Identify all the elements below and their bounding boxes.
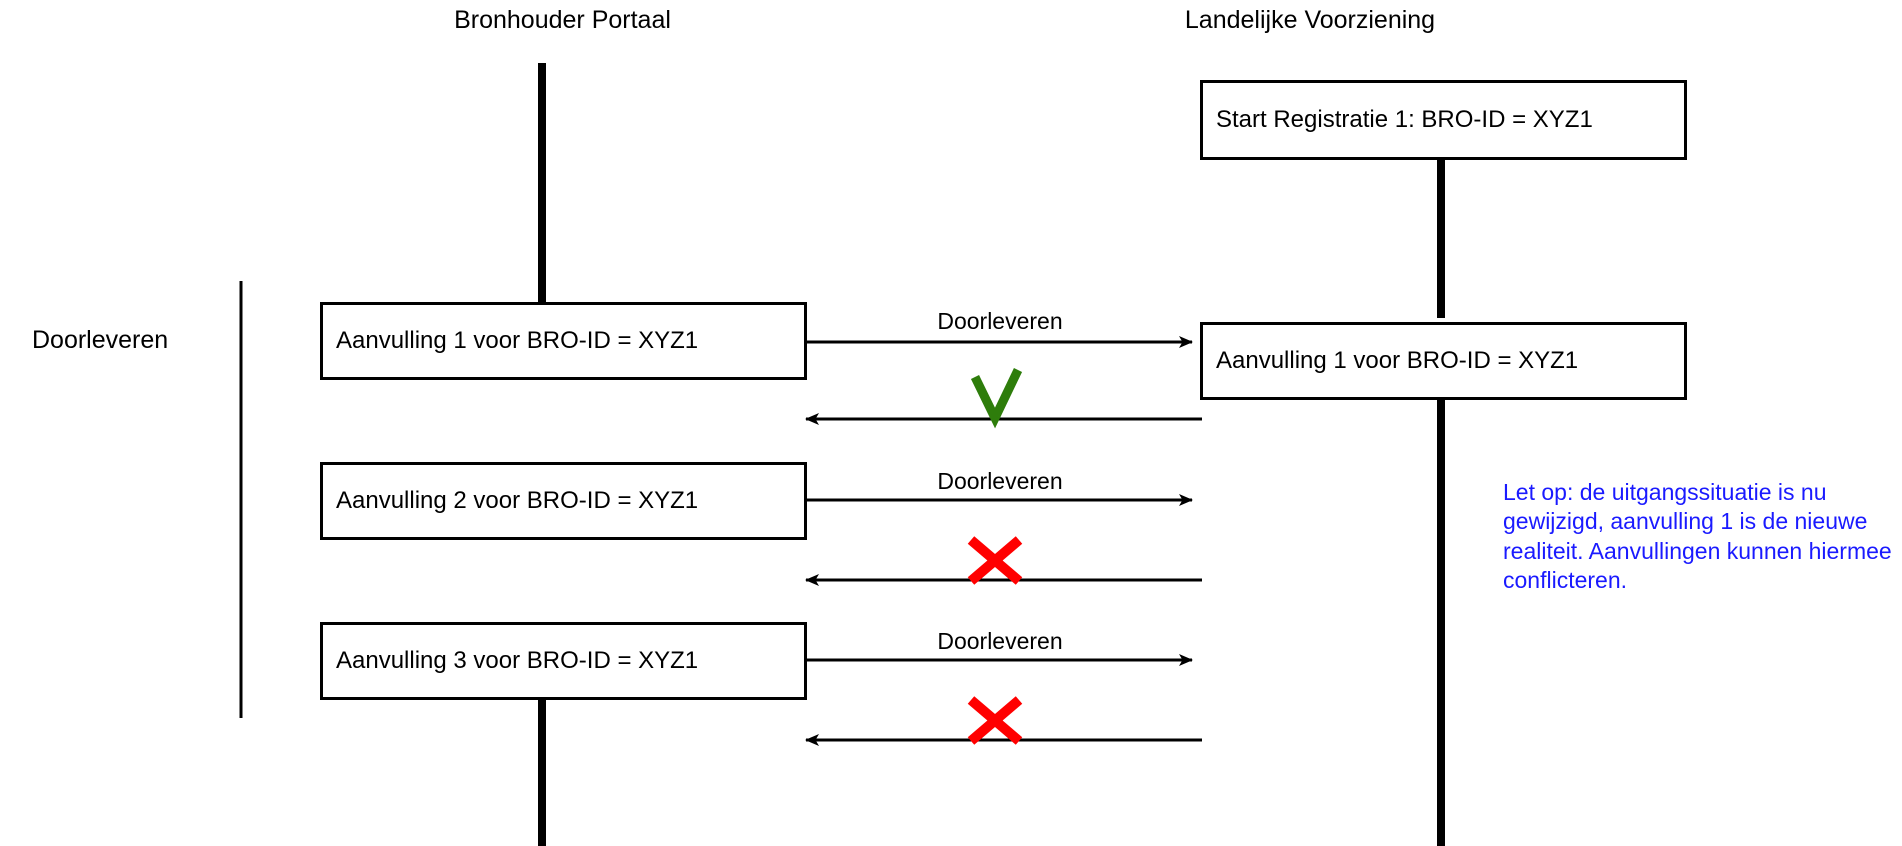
lifeline-bronhouder	[538, 63, 546, 846]
message-box-aanvulling-2-left-label: Aanvulling 2 voor BRO-ID = XYZ1	[336, 487, 699, 514]
lane-title-landelijke: Landelijke Voorziening	[1184, 6, 1436, 34]
flow-2-request-label: Doorleveren	[937, 468, 1063, 494]
message-box-aanvulling-3-left[interactable]: Aanvulling 3 voor BRO-ID = XYZ1	[320, 622, 807, 700]
lifeline-landelijke	[1437, 158, 1445, 846]
message-box-aanvulling-2-left[interactable]: Aanvulling 2 voor BRO-ID = XYZ1	[320, 462, 807, 540]
red-cross-icon-flow-3	[967, 696, 1023, 745]
message-box-start-registratie[interactable]: Start Registratie 1: BRO-ID = XYZ1	[1200, 80, 1687, 160]
message-box-aanvulling-1-right[interactable]: Aanvulling 1 voor BRO-ID = XYZ1	[1200, 322, 1687, 400]
red-cross-icon-flow-2	[967, 536, 1023, 585]
green-check-icon	[970, 368, 1023, 429]
message-box-aanvulling-1-left[interactable]: Aanvulling 1 voor BRO-ID = XYZ1	[320, 302, 807, 380]
group-label-doorleveren: Doorleveren	[32, 326, 169, 354]
message-box-aanvulling-1-left-label: Aanvulling 1 voor BRO-ID = XYZ1	[336, 327, 699, 354]
flow-1-request-label: Doorleveren	[937, 308, 1063, 334]
message-box-aanvulling-3-left-label: Aanvulling 3 voor BRO-ID = XYZ1	[336, 647, 699, 674]
message-box-aanvulling-1-right-label: Aanvulling 1 voor BRO-ID = XYZ1	[1216, 347, 1579, 374]
flow-3-request-label: Doorleveren	[937, 628, 1063, 654]
message-box-start-registratie-label: Start Registratie 1: BRO-ID = XYZ1	[1216, 106, 1593, 133]
note-uitgangssituatie: Let op: de uitgangssituatie is nu gewijz…	[1503, 479, 1892, 594]
lane-title-bronhouder: Bronhouder Portaal	[454, 6, 671, 34]
